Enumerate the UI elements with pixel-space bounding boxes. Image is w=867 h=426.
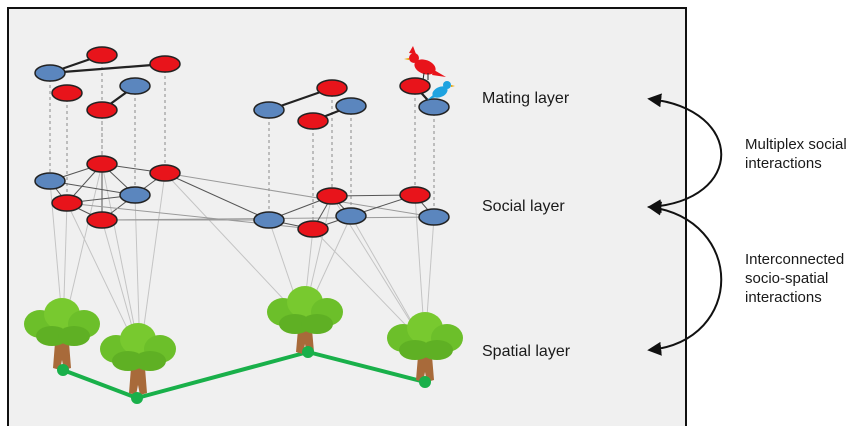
node-blue <box>418 98 450 116</box>
node-red <box>297 112 329 130</box>
node-red <box>316 79 348 97</box>
node-blue <box>335 207 367 225</box>
node-blue <box>335 97 367 115</box>
curved-arrow-icon <box>647 201 723 356</box>
spatial-node <box>302 346 314 358</box>
node-red <box>86 101 118 119</box>
tree-icon <box>24 298 100 370</box>
interconnected-line-2: socio-spatial <box>745 270 829 287</box>
inter-layer-dashed-links <box>49 55 435 229</box>
node-red <box>149 164 181 182</box>
interconnected-line-1: Interconnected <box>745 251 845 268</box>
interconnected-line-3: interactions <box>745 289 822 306</box>
node-red <box>51 84 83 102</box>
node-red <box>399 186 431 204</box>
spatial-node <box>419 376 431 388</box>
spatial-layer-label: Spatial layer <box>482 343 571 360</box>
bird-icon <box>404 46 446 81</box>
node-red <box>86 155 118 173</box>
bird-icon <box>427 81 455 100</box>
node-red <box>149 55 181 73</box>
node-red <box>297 220 329 238</box>
mating-layer-label: Mating layer <box>482 90 570 107</box>
multiplex-line-1: Multiplex social <box>745 136 847 153</box>
social-layer-label: Social layer <box>482 198 565 215</box>
spatial-layer-links <box>61 350 427 400</box>
tree-icon <box>267 286 343 354</box>
node-blue <box>34 172 66 190</box>
spatial-node <box>131 392 143 404</box>
node-blue <box>119 77 151 95</box>
node-red <box>86 211 118 229</box>
node-blue <box>253 101 285 119</box>
node-red <box>316 187 348 205</box>
social-layer-nodes <box>34 155 450 238</box>
tree-icon <box>100 323 176 395</box>
curved-arrow-icon <box>647 93 723 214</box>
node-red <box>399 77 431 95</box>
multiplex-line-2: interactions <box>745 155 822 172</box>
node-red <box>86 46 118 64</box>
node-blue <box>418 208 450 226</box>
interconnected-annotation: Interconnected socio-spatial interaction… <box>745 250 844 307</box>
node-blue <box>34 64 66 82</box>
spatial-node <box>57 364 69 376</box>
mating-layer-nodes <box>34 46 450 130</box>
node-red <box>51 194 83 212</box>
node-blue <box>119 186 151 204</box>
multiplex-annotation: Multiplex social interactions <box>745 135 847 173</box>
spatial-layer-nodes <box>57 346 431 404</box>
node-blue <box>253 211 285 229</box>
tree-icon <box>387 312 463 382</box>
